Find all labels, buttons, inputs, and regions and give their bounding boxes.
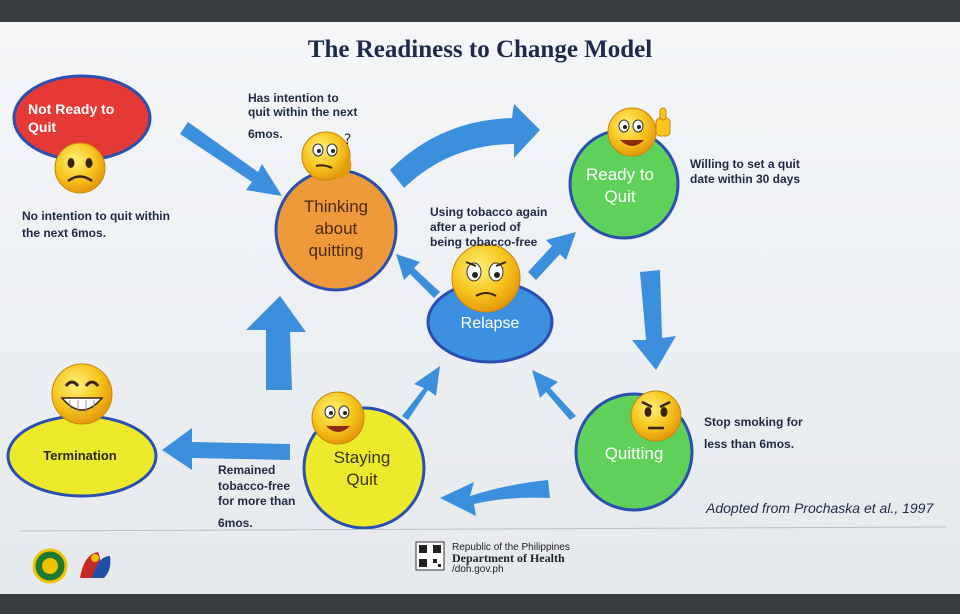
ready-description-line1: Willing to set a quit xyxy=(690,157,800,171)
department-text: Department of Health xyxy=(452,551,565,565)
worried-face-icon xyxy=(451,243,521,313)
arrow-relapse-to-thinking xyxy=(396,254,440,298)
arrow-ready-to-quitting xyxy=(632,270,676,370)
grinning-face-icon xyxy=(51,363,113,425)
arrow-quitting-to-staying xyxy=(440,480,550,516)
staying-description-line4: 6mos. xyxy=(218,516,253,530)
stage-termination-label: Termination xyxy=(43,448,117,463)
diagram-title: The Readiness to Change Model xyxy=(307,36,653,63)
quitting-description-line1: Stop smoking for xyxy=(704,415,803,429)
thinking-description-line3: 6mos. xyxy=(248,127,283,141)
staying-description-line3: for more than xyxy=(218,494,296,508)
determined-face-icon xyxy=(630,390,682,442)
arrow-thinking-to-ready xyxy=(390,104,540,188)
arrow-quitting-to-relapse xyxy=(532,370,576,420)
smiling-face-icon xyxy=(311,391,365,445)
republic-text: Republic of the Philippines xyxy=(452,542,570,553)
stage-quitting-label: Quitting xyxy=(604,444,664,463)
arrow-relapse-to-ready xyxy=(528,232,576,280)
bagong-pilipinas-logo-icon xyxy=(80,552,111,578)
sad-face-icon xyxy=(54,142,106,194)
thumbs-up-face-icon xyxy=(607,107,671,157)
ready-description-line2: date within 30 days xyxy=(690,172,801,186)
relapse-description-line3: being tobacco-free xyxy=(430,235,538,249)
doh-seal-icon xyxy=(32,548,68,584)
stage-relapse-label: Relapse xyxy=(460,315,520,332)
svg-text:?: ? xyxy=(344,132,351,148)
stage-staying-label: Staying Quit xyxy=(333,448,391,489)
stage-not-ready-label: Not Ready to Quit xyxy=(28,101,115,135)
arrow-staying-to-termination xyxy=(162,428,290,470)
qr-code-icon xyxy=(415,541,445,571)
staying-description-line2: tobacco-free xyxy=(218,479,291,493)
not-ready-description: No intention to quit within the next 6mo… xyxy=(22,209,170,240)
doh-footer: Republic of the Philippines Department o… xyxy=(452,542,570,575)
arrow-staying-to-thinking xyxy=(246,296,306,390)
thinking-description-line2: quit within the next xyxy=(248,105,358,119)
arrow-not-ready-to-thinking xyxy=(180,122,282,196)
website-text: /doh.gov.ph xyxy=(452,564,504,575)
arrow-staying-to-relapse xyxy=(402,366,440,420)
staying-description-line1: Remained xyxy=(218,463,276,477)
stage-ready-label: Ready to Quit xyxy=(585,165,655,206)
source-credit: Adopted from Prochaska et al., 1997 xyxy=(706,500,934,516)
thinking-description-line1: Has intention to xyxy=(248,91,339,105)
thinking-face-icon: ? xyxy=(301,131,351,181)
relapse-description-line1: Using tobacco again xyxy=(430,205,548,219)
stage-thinking-label: Thinking about quitting xyxy=(303,197,369,260)
quitting-description-line2: less than 6mos. xyxy=(704,437,795,451)
relapse-description-line2: after a period of xyxy=(430,220,521,234)
